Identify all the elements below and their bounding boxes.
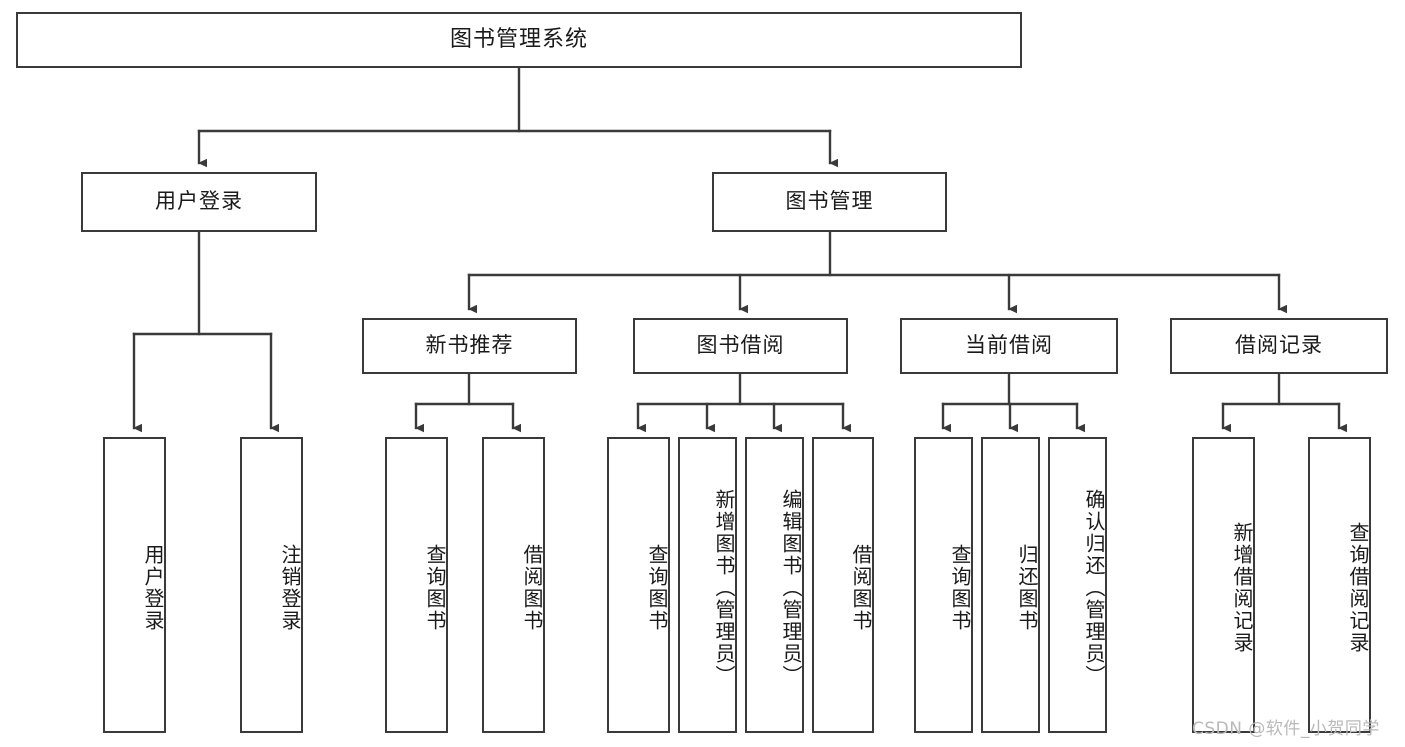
node-user-login-label: 用户登录: [155, 189, 243, 214]
csdn-watermark: CSDN @软件_小贺同学: [1192, 719, 1380, 739]
node-leaf-add-borrow-record-label: 新增借阅记录: [1230, 522, 1254, 654]
node-book-manage-label: 图书管理: [785, 189, 874, 214]
node-leaf-query-borrow-record-label: 查询借阅记录: [1346, 522, 1370, 654]
node-leaf-borrow-book-2[interactable]: 借阅图书: [812, 437, 874, 733]
node-leaf-user-login-label: 用户登录: [141, 544, 165, 632]
node-leaf-borrow-book-2-label: 借阅图书: [849, 544, 873, 632]
node-book-manage[interactable]: 图书管理: [712, 172, 947, 232]
node-leaf-add-borrow-record[interactable]: 新增借阅记录: [1192, 437, 1255, 733]
node-current-borrow[interactable]: 当前借阅: [900, 318, 1118, 374]
node-leaf-query-book-1[interactable]: 查询图书: [385, 437, 448, 733]
node-leaf-logout[interactable]: 注销登录: [240, 437, 303, 733]
node-leaf-logout-label: 注销登录: [278, 544, 302, 632]
node-root[interactable]: 图书管理系统: [16, 12, 1022, 68]
node-leaf-confirm-return-admin[interactable]: 确认归还（管理员）: [1048, 437, 1107, 733]
node-borrow-record[interactable]: 借阅记录: [1170, 318, 1388, 374]
node-leaf-query-book-1-label: 查询图书: [423, 544, 447, 632]
node-leaf-borrow-book-1-label: 借阅图书: [520, 544, 544, 632]
node-book-borrow[interactable]: 图书借阅: [633, 318, 848, 374]
node-leaf-edit-book-admin-label: 编辑图书（管理员）: [779, 489, 803, 687]
node-leaf-query-book-2[interactable]: 查询图书: [607, 437, 670, 733]
node-borrow-record-label: 借阅记录: [1235, 333, 1323, 358]
node-leaf-query-borrow-record[interactable]: 查询借阅记录: [1308, 437, 1371, 733]
node-leaf-edit-book-admin[interactable]: 编辑图书（管理员）: [745, 437, 804, 733]
node-leaf-query-book-2-label: 查询图书: [645, 544, 669, 632]
node-leaf-add-book-admin-label: 新增图书（管理员）: [712, 489, 736, 687]
node-book-borrow-label: 图书借阅: [696, 333, 785, 358]
node-current-borrow-label: 当前借阅: [965, 333, 1053, 358]
node-leaf-confirm-return-admin-label: 确认归还（管理员）: [1082, 489, 1106, 687]
node-user-login[interactable]: 用户登录: [81, 172, 317, 232]
node-leaf-user-login[interactable]: 用户登录: [103, 437, 166, 733]
node-leaf-return-book-label: 归还图书: [1015, 544, 1039, 632]
node-leaf-add-book-admin[interactable]: 新增图书（管理员）: [678, 437, 737, 733]
node-new-book-recommend[interactable]: 新书推荐: [362, 318, 577, 374]
node-leaf-query-book-3-label: 查询图书: [948, 544, 972, 632]
node-new-book-recommend-label: 新书推荐: [425, 333, 514, 358]
node-leaf-borrow-book-1[interactable]: 借阅图书: [482, 437, 545, 733]
node-root-label: 图书管理系统: [449, 26, 588, 52]
node-leaf-return-book[interactable]: 归还图书: [981, 437, 1040, 733]
node-leaf-query-book-3[interactable]: 查询图书: [914, 437, 973, 733]
